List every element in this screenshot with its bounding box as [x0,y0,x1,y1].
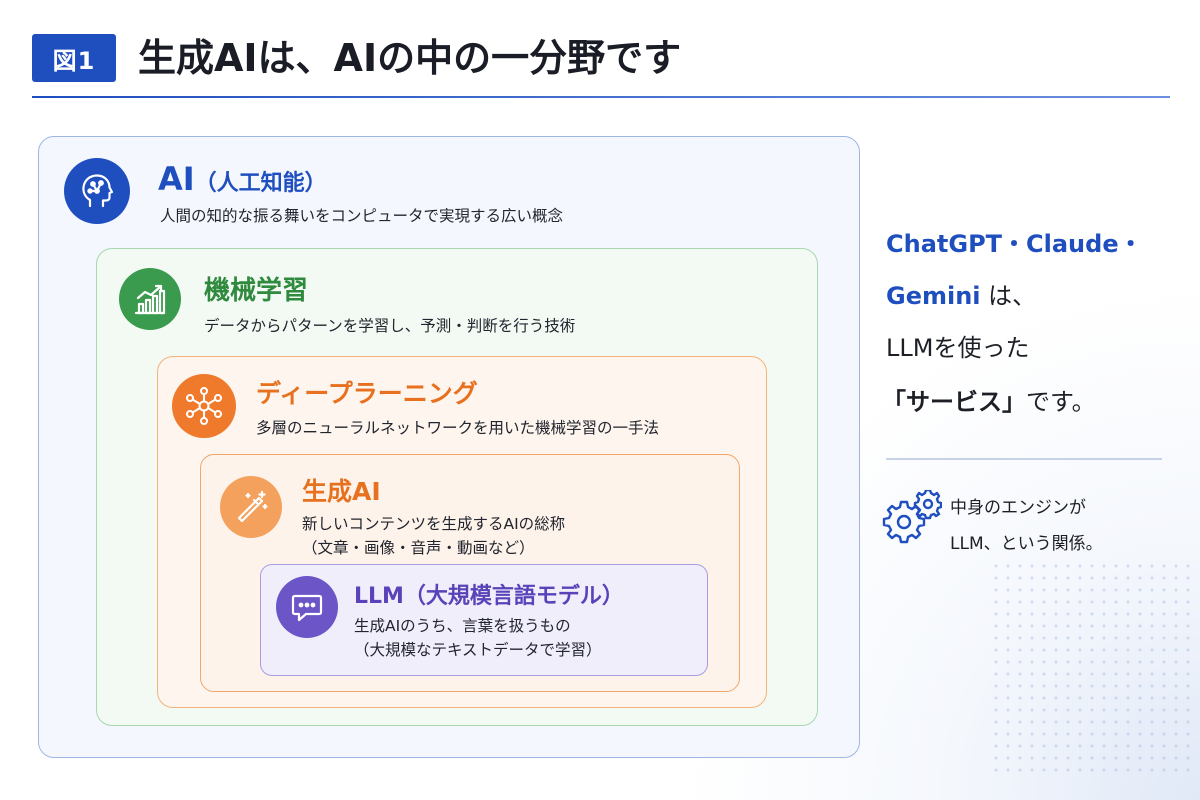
note-line1: 中身のエンジンが [950,498,1086,518]
gen-description-line1: 新しいコンテンツを生成するAIの総称 [302,515,566,533]
services-emphasis: 「サービス」 [882,388,1026,416]
brain-head-icon [64,158,130,224]
dl-title: ディープラーニング [256,379,478,408]
ml-title: 機械学習 [204,276,309,306]
services-line2-rest: は、 [980,282,1037,310]
llm-description-line1: 生成AIのうち、言葉を扱うもの [354,617,571,635]
services-names-line1: ChatGPT・Claude・ [886,230,1143,258]
llm-title: LLM（大規模言語モデル） [354,584,624,609]
bar-chart-trend-icon [119,268,181,330]
right-panel-divider [886,458,1162,460]
services-line4: 「サービス」です。 [882,382,1096,422]
neural-network-icon [172,374,236,438]
background-dot-pattern [990,560,1190,780]
chat-bubble-icon [276,576,338,638]
ai-title-sub: （人工知能） [194,171,327,196]
services-line1: ChatGPT・Claude・ [886,224,1143,264]
services-line2: Gemini は、 [886,276,1036,316]
services-line4-rest: です。 [1026,388,1096,416]
figure-badge: 図1 [32,34,116,82]
llm-description-line2: （大規模なテキストデータで学習） [354,641,602,659]
services-line3: LLMを使った [886,334,1030,362]
gen-description-line2: （文章・画像・音声・動画など） [302,539,535,557]
ai-title: AI（人工知能） [158,160,327,198]
ai-title-main: AI [158,160,195,198]
ai-description: 人間の知的な振る舞いをコンピュータで実現する広い概念 [160,207,564,225]
services-names-line2: Gemini [886,282,981,310]
note-line2: LLM、という関係。 [950,534,1103,554]
ml-description: データからパターンを学習し、予測・判断を行う技術 [204,317,576,335]
dl-description: 多層のニューラルネットワークを用いた機械学習の一手法 [256,419,660,437]
gears-icon [882,488,943,546]
title-divider [32,96,1170,98]
page-title: 生成AIは、AIの中の一分野です [138,36,682,80]
magic-wand-icon [220,476,282,538]
gen-title: 生成AI [302,477,381,506]
